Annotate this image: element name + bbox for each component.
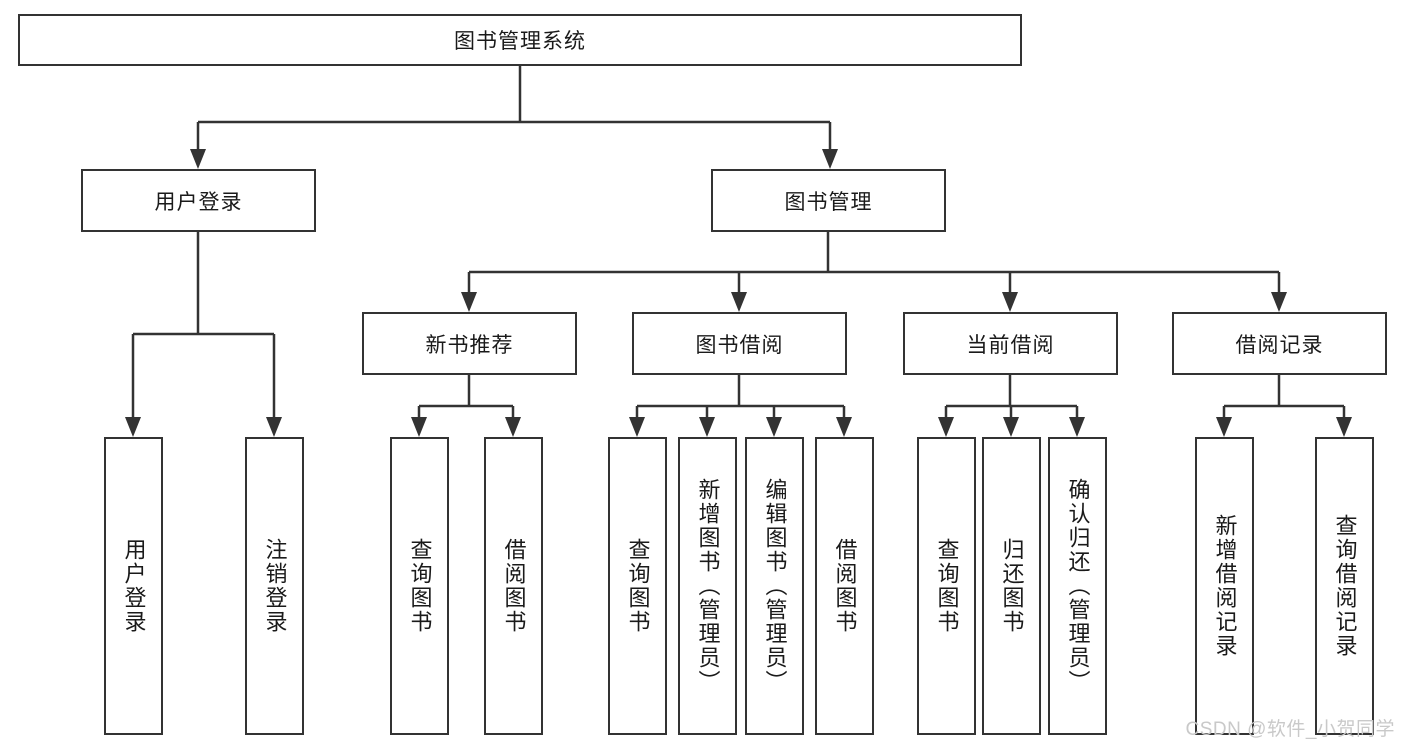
node-leaf-user-login[interactable]: 用户登录 <box>104 437 163 735</box>
node-label: 编辑图书（管理员） <box>762 478 788 694</box>
node-label: 图书管理 <box>784 190 873 214</box>
node-leaf-query-books-current[interactable]: 查询图书 <box>917 437 976 735</box>
node-current-borrowing[interactable]: 当前借阅 <box>903 312 1118 375</box>
node-user-login[interactable]: 用户登录 <box>81 169 316 232</box>
node-label: 新增借阅记录 <box>1212 514 1238 658</box>
node-label: 借阅记录 <box>1235 333 1324 357</box>
node-leaf-add-book-admin[interactable]: 新增图书（管理员） <box>678 437 737 735</box>
node-label: 新增图书（管理员） <box>695 478 721 694</box>
node-label: 查询图书 <box>625 538 651 634</box>
node-label: 归还图书 <box>999 538 1025 634</box>
node-borrow-records[interactable]: 借阅记录 <box>1172 312 1387 375</box>
node-new-book-recommendation[interactable]: 新书推荐 <box>362 312 577 375</box>
node-label: 图书管理系统 <box>454 30 586 53</box>
node-leaf-query-books-recommend[interactable]: 查询图书 <box>390 437 449 735</box>
node-book-borrowing[interactable]: 图书借阅 <box>632 312 847 375</box>
node-leaf-return-books[interactable]: 归还图书 <box>982 437 1041 735</box>
node-label: 确认归还（管理员） <box>1065 478 1091 694</box>
node-label: 当前借阅 <box>966 333 1055 357</box>
watermark-text: CSDN @软件_小贺同学 <box>1185 719 1395 740</box>
node-leaf-confirm-return-admin[interactable]: 确认归还（管理员） <box>1048 437 1107 735</box>
node-leaf-add-borrow-record[interactable]: 新增借阅记录 <box>1195 437 1254 735</box>
node-root-book-management-system[interactable]: 图书管理系统 <box>18 14 1022 66</box>
node-label: 借阅图书 <box>832 538 858 634</box>
node-label: 注销登录 <box>262 538 288 634</box>
node-leaf-borrow-books-recommend[interactable]: 借阅图书 <box>484 437 543 735</box>
node-label: 用户登录 <box>121 538 147 634</box>
node-leaf-borrow-books[interactable]: 借阅图书 <box>815 437 874 735</box>
node-label: 用户登录 <box>154 190 243 214</box>
node-label: 查询图书 <box>934 538 960 634</box>
node-leaf-query-books-borrowing[interactable]: 查询图书 <box>608 437 667 735</box>
node-label: 新书推荐 <box>425 333 514 357</box>
node-label: 查询图书 <box>407 538 433 634</box>
node-label: 查询借阅记录 <box>1332 514 1358 658</box>
node-leaf-query-borrow-record[interactable]: 查询借阅记录 <box>1315 437 1374 735</box>
node-book-management[interactable]: 图书管理 <box>711 169 946 232</box>
node-label: 图书借阅 <box>695 333 784 357</box>
node-label: 借阅图书 <box>501 538 527 634</box>
node-leaf-logout[interactable]: 注销登录 <box>245 437 304 735</box>
node-leaf-edit-book-admin[interactable]: 编辑图书（管理员） <box>745 437 804 735</box>
